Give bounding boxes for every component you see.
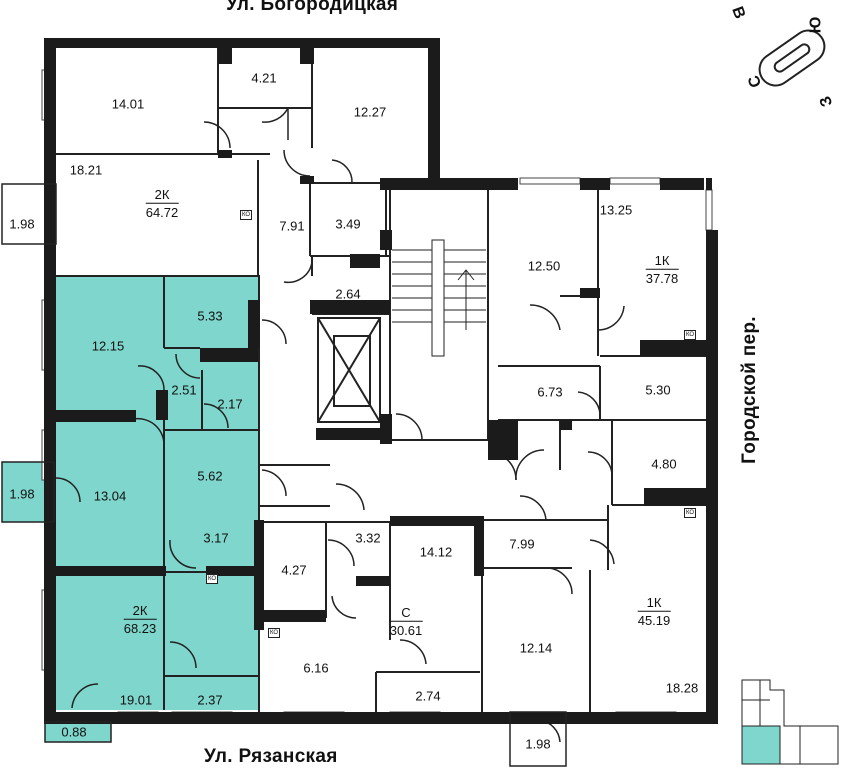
apartment-type: 2К (154, 186, 170, 202)
room-area: 2.17 (217, 396, 243, 412)
room-area: 0.88 (61, 724, 87, 740)
apartment-area: 37.78 (645, 269, 679, 286)
apartment-area: 45.19 (637, 611, 671, 628)
ko-marker: КО (206, 574, 219, 584)
ko-marker: КО (684, 508, 697, 518)
apartment-label[interactable]: 2К 64.72 (145, 186, 179, 222)
room-area: 12.14 (519, 640, 553, 656)
room-area: 6.16 (303, 660, 329, 676)
room-area: 5.30 (645, 382, 671, 398)
room-area: 12.27 (353, 104, 387, 120)
room-area: 4.27 (281, 562, 307, 578)
apartment-type: 1К (654, 252, 670, 268)
room-area: 1.98 (525, 736, 551, 752)
apartment-area: 64.72 (145, 203, 179, 220)
room-area: 13.04 (93, 488, 127, 504)
room-area: 13.25 (599, 202, 633, 218)
room-area: 14.01 (111, 96, 145, 112)
compass-south-label: Ю (807, 16, 825, 34)
key-plan (741, 679, 839, 765)
room-area: 1.98 (9, 486, 35, 502)
room-area: 19.01 (119, 692, 153, 708)
apartment-label-selected[interactable]: 2К 68.23 (123, 602, 157, 638)
street-name-bottom: Ул. Рязанская (204, 746, 338, 767)
room-area: 18.28 (665, 680, 699, 696)
apartment-label[interactable]: С 30.61 (389, 604, 423, 640)
apartment-type: С (401, 604, 411, 620)
room-area: 12.50 (527, 258, 561, 274)
apartment-label[interactable]: 1К 45.19 (637, 594, 671, 630)
exterior-walls (44, 38, 718, 724)
apartment-area: 68.23 (123, 619, 157, 636)
room-area: 7.99 (509, 536, 535, 552)
room-area: 5.62 (197, 468, 223, 484)
selected-apartment-fill (2, 276, 259, 742)
room-area: 4.80 (651, 456, 677, 472)
ko-marker: КО (240, 210, 253, 220)
room-area: 14.12 (419, 544, 453, 560)
room-area: 3.17 (203, 530, 229, 546)
apartment-label[interactable]: 1К 37.78 (645, 252, 679, 288)
room-area: 3.49 (335, 216, 361, 232)
room-area: 18.21 (69, 162, 103, 178)
ko-marker: КО (684, 330, 697, 340)
balconies (1, 183, 567, 767)
street-name-top: Ул. Богородицкая (226, 0, 399, 15)
compass-graphic (758, 29, 826, 87)
ko-marker: КО (268, 628, 281, 638)
room-area: 2.37 (197, 692, 223, 708)
street-name-right: Городской пер. (739, 316, 760, 464)
room-area: 2.51 (171, 382, 197, 398)
room-area: 12.15 (91, 338, 125, 354)
staircase (392, 239, 486, 357)
room-area: 5.33 (197, 308, 223, 324)
room-area: 4.21 (251, 70, 277, 86)
apartment-area: 30.61 (389, 621, 423, 638)
room-area: 7.91 (279, 218, 305, 234)
room-area: 2.74 (415, 688, 441, 704)
room-area: 6.73 (537, 384, 563, 400)
room-area: 1.98 (9, 216, 35, 232)
apartment-type: 1К (646, 594, 662, 610)
room-area: 2.64 (335, 286, 361, 302)
apartment-type: 2К (132, 602, 148, 618)
room-area: 3.32 (355, 530, 381, 546)
